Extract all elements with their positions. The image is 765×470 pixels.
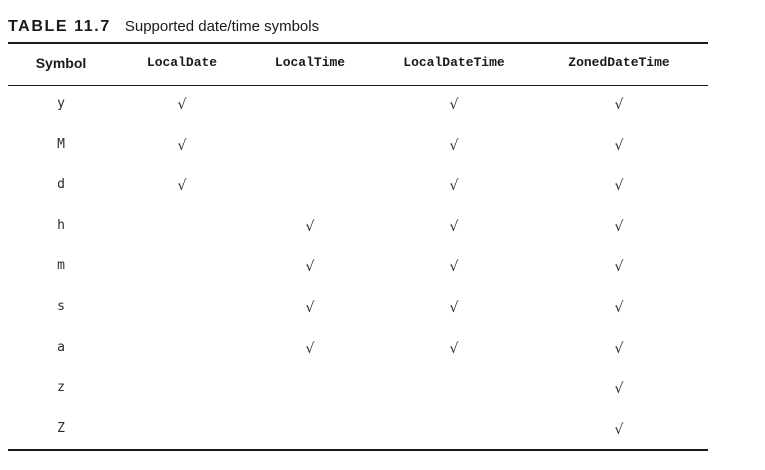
check-mark-localdate: √ bbox=[177, 178, 187, 194]
check-mark-localtime: √ bbox=[305, 219, 315, 235]
table-title: Supported date/time symbols bbox=[124, 18, 320, 35]
header-localdate: LocalDate bbox=[146, 55, 218, 70]
check-mark-localdatetime: √ bbox=[449, 259, 459, 275]
table-top-rule bbox=[8, 42, 708, 44]
check-mark-zoneddatetime: √ bbox=[614, 381, 624, 397]
table-header-rule bbox=[8, 85, 708, 86]
check-mark-zoneddatetime: √ bbox=[614, 219, 624, 235]
check-mark-localdatetime: √ bbox=[449, 97, 459, 113]
symbol-cell: a bbox=[57, 340, 65, 355]
check-mark-localdatetime: √ bbox=[449, 219, 459, 235]
table-caption: TABLE 11.7 Supported date/time symbols bbox=[8, 18, 319, 40]
check-mark-zoneddatetime: √ bbox=[614, 300, 624, 316]
check-mark-localdate: √ bbox=[177, 97, 187, 113]
symbol-cell: y bbox=[57, 96, 65, 111]
table-bottom-rule bbox=[8, 449, 708, 451]
header-localdatetime: LocalDateTime bbox=[403, 55, 505, 70]
check-mark-zoneddatetime: √ bbox=[614, 178, 624, 194]
symbol-cell: Z bbox=[57, 421, 65, 436]
check-mark-localtime: √ bbox=[305, 300, 315, 316]
check-mark-zoneddatetime: √ bbox=[614, 138, 624, 154]
symbol-cell: s bbox=[57, 299, 65, 314]
symbol-cell: z bbox=[57, 380, 65, 395]
check-mark-zoneddatetime: √ bbox=[614, 341, 624, 357]
symbol-cell: m bbox=[57, 258, 65, 273]
check-mark-localtime: √ bbox=[305, 259, 315, 275]
header-zoneddatetime: ZonedDateTime bbox=[568, 55, 670, 70]
check-mark-localdatetime: √ bbox=[449, 300, 459, 316]
table-number: TABLE 11.7 bbox=[8, 18, 111, 35]
symbol-cell: h bbox=[57, 218, 65, 233]
check-mark-localdatetime: √ bbox=[449, 178, 459, 194]
header-symbol: Symbol bbox=[35, 55, 87, 71]
check-mark-localdatetime: √ bbox=[449, 138, 459, 154]
symbol-cell: d bbox=[57, 177, 65, 192]
check-mark-localdatetime: √ bbox=[449, 341, 459, 357]
check-mark-localdate: √ bbox=[177, 138, 187, 154]
check-mark-zoneddatetime: √ bbox=[614, 422, 624, 438]
header-localtime: LocalTime bbox=[274, 55, 346, 70]
check-mark-zoneddatetime: √ bbox=[614, 97, 624, 113]
check-mark-localtime: √ bbox=[305, 341, 315, 357]
symbol-cell: M bbox=[57, 137, 65, 152]
check-mark-zoneddatetime: √ bbox=[614, 259, 624, 275]
